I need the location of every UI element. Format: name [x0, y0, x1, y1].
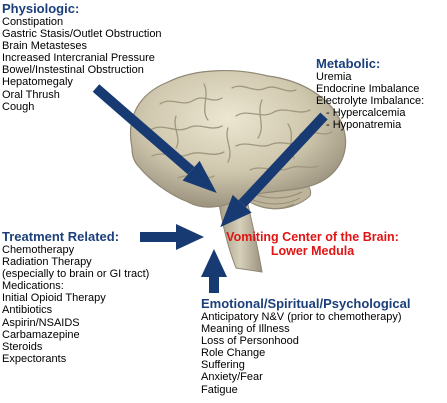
emotional-item: Suffering — [201, 359, 245, 372]
arrow-physiologic — [92, 84, 217, 193]
treatment-item: (especially to brain or GI tract) — [2, 268, 150, 281]
vomiting-center-label: Vomiting Center of the Brain: Lower Medu… — [200, 230, 425, 258]
physiologic-item: Hepatomegaly — [2, 76, 73, 89]
treatment-item: Carbamazepine — [2, 328, 80, 341]
metabolic-item: - Hypercalcemia — [326, 107, 406, 120]
metabolic-item: Uremia — [316, 71, 352, 83]
arrow-treatment — [140, 224, 204, 250]
physiologic-item: Brain Metasteses — [2, 40, 87, 53]
cerebrum — [129, 70, 347, 208]
physiologic-item: Oral Thrush — [2, 88, 60, 101]
treatment-item: Medications: — [2, 280, 64, 293]
physiologic-section: Physiologic: Constipation Gastric Stasis… — [2, 2, 162, 113]
treatment-item: Steroids — [2, 340, 43, 353]
emotional-item: Meaning of Illness — [201, 323, 290, 336]
physiologic-item: Increased Intercranial Pressure — [2, 52, 155, 65]
treatment-item: Antibiotics — [2, 304, 53, 317]
emotional-section: Emotional/Spiritual/Psychological Antici… — [201, 297, 411, 396]
treatment-item: Initial Opioid Therapy — [2, 292, 106, 305]
treatment-item: Aspirin/NSAIDS — [2, 316, 80, 329]
physiologic-item: Constipation — [2, 16, 64, 28]
treatment-item: Radiation Therapy — [2, 256, 92, 269]
metabolic-heading: Metabolic: — [316, 56, 381, 71]
physiologic-item: Bowel/Instestinal Obstruction — [2, 64, 144, 77]
physiologic-item: Gastric Stasis/Outlet Obstruction — [2, 28, 162, 41]
metabolic-section: Metabolic: Uremia Endocrine Imbalance El… — [316, 56, 425, 132]
treatment-item: Chemotherapy — [2, 244, 75, 256]
metabolic-item: Endocrine Imbalance — [316, 83, 420, 96]
treatment-heading: Treatment Related: — [2, 229, 120, 244]
metabolic-item: Electrolyte Imbalance: — [316, 95, 425, 108]
emotional-item: Role Change — [201, 347, 266, 360]
emotional-item: Anxiety/Fear — [201, 371, 263, 384]
arrow-metabolic — [220, 112, 328, 228]
treatment-section: Treatment Related: Chemotherapy Radiatio… — [2, 230, 149, 365]
metabolic-item: - Hyponatremia — [326, 119, 402, 132]
brain-folds — [149, 83, 333, 179]
emotional-item: Anticipatory N&V (prior to chemotherapy) — [201, 311, 402, 323]
vomiting-center-line1: Vomiting Center of the Brain: — [226, 230, 399, 244]
physiologic-item: Cough — [2, 100, 35, 113]
arrow-emotional — [201, 249, 227, 293]
vomiting-center-line2: Lower Medula — [270, 244, 355, 258]
emotional-item: Fatigue — [201, 383, 238, 396]
treatment-item: Expectorants — [2, 352, 67, 365]
emotional-item: Loss of Personhood — [201, 335, 299, 348]
emotional-heading: Emotional/Spiritual/Psychological — [201, 296, 411, 311]
physiologic-heading: Physiologic: — [2, 1, 80, 16]
